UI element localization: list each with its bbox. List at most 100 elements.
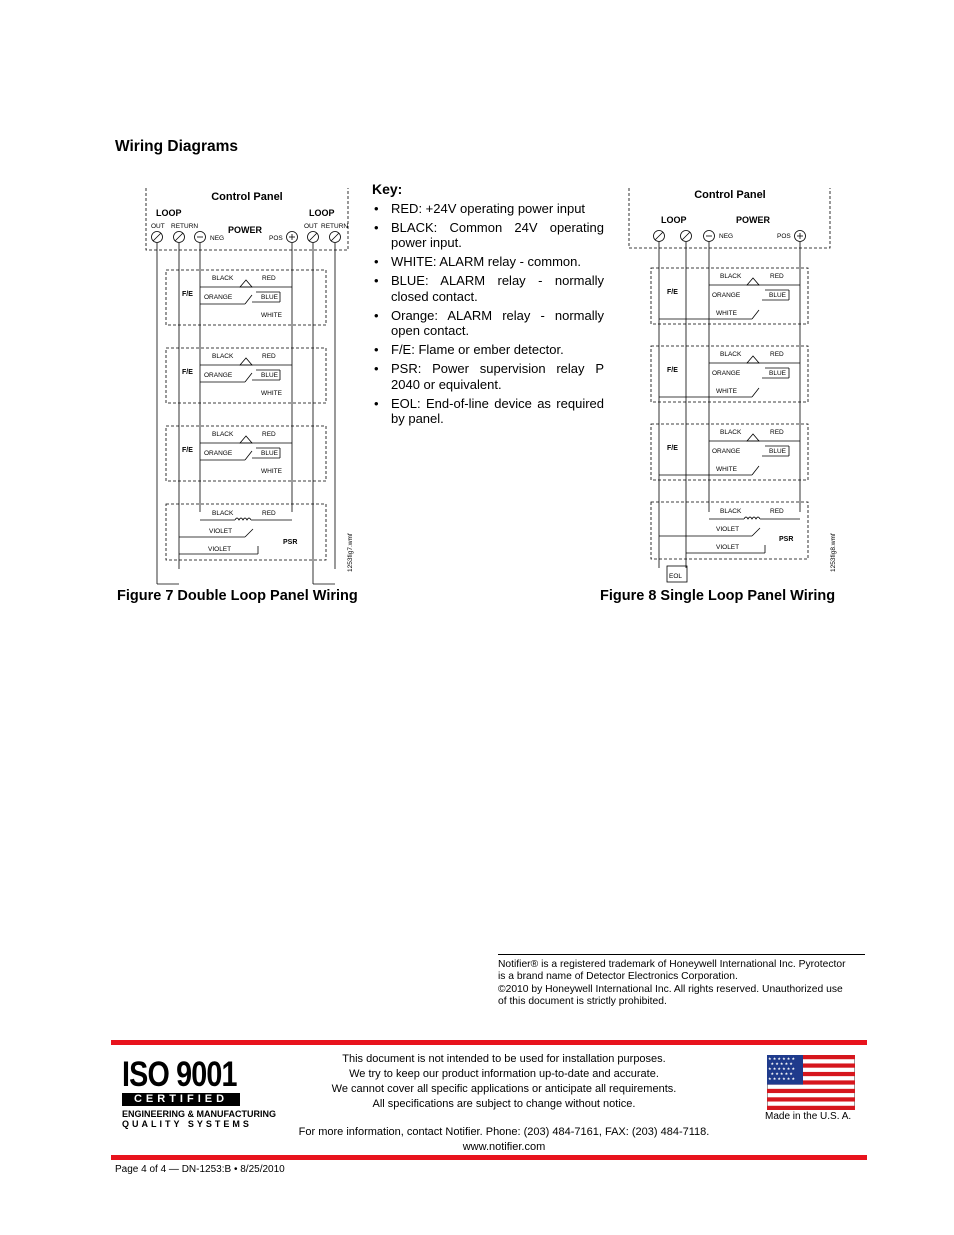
figure8-diagram: Control Panel LOOP POWER NEG POS F/E BLA… [628,188,837,583]
fig8-black-1: BLACK [720,273,742,280]
fig8-violet-2: VIOLET [716,544,739,551]
fig7-power-label: POWER [228,225,263,235]
key-title: Key: [372,181,403,197]
fig7-loop-right-label: LOOP [309,208,335,218]
disclaimer: This document is not intended to be used… [282,1052,726,1155]
fig7-orange-3: ORANGE [204,450,233,457]
fig7-orange-1: ORANGE [204,294,233,301]
trademark-line: Notifier® is a registered trademark of H… [498,959,846,970]
key-legend: Key: RED: +24V operating power input BLA… [372,181,604,430]
disclaimer-line: We cannot cover all specific application… [331,1083,677,1095]
section-title: Wiring Diagrams [115,138,239,155]
fig8-pos: POS [777,233,791,240]
fig7-out-right: OUT [304,223,318,230]
fig7-pos: POS [269,235,283,242]
key-item-blue: BLUE: ALARM relay - normally closed cont… [372,273,604,304]
fig7-psr: PSR [283,539,297,546]
fig7-white-2: WHITE [261,390,283,397]
fig8-eol: EOL [669,573,682,580]
trademark-line: is a brand name of Detector Electronics … [498,971,738,983]
key-item-psr: PSR: Power supervision relay P 2040 or e… [372,361,604,392]
fig7-blue-1: BLUE [261,294,279,301]
fig8-psr: PSR [779,536,793,543]
fig7-red-1: RED [262,275,276,282]
disclaimer-line: This document is not intended to be used… [342,1053,666,1065]
fig7-violet-1: VIOLET [209,528,232,535]
fig7-white-1: WHITE [261,312,283,319]
fig8-neg: NEG [719,233,733,240]
fig7-red-3: RED [262,431,276,438]
key-item-fe: F/E: Flame or ember detector. [372,342,604,358]
fig8-orange-2: ORANGE [712,370,741,377]
fig8-blue-2: BLUE [769,370,787,377]
fig8-red-2: RED [770,351,784,358]
figure7-caption: Figure 7 Double Loop Panel Wiring [117,588,358,604]
key-item-black: BLACK: Common 24V operating power input. [372,220,604,251]
fig7-return-right: RETURN [321,223,348,230]
website-link[interactable]: www.notifier.com [462,1141,546,1153]
fig8-violet-1: VIOLET [716,526,739,533]
fig8-black-2: BLACK [720,351,742,358]
fig7-psr-black: BLACK [212,510,234,517]
fig7-panel-title: Control Panel [211,191,283,203]
fig7-blue-2: BLUE [261,372,279,379]
fig7-file-id: 1253fig7.wmf [347,533,354,572]
fig7-fe-3: F/E [182,447,193,454]
bottom-red-rule [111,1155,867,1160]
fig7-fe-2: F/E [182,369,193,376]
svg-text:★ ★ ★ ★ ★: ★ ★ ★ ★ ★ [771,1061,794,1066]
fig8-blue-3: BLUE [769,448,787,455]
fig7-violet-2: VIOLET [208,546,231,553]
fig8-red-3: RED [770,429,784,436]
iso-certified-band: CERTIFIED [122,1093,240,1106]
trademark-notice: Notifier® is a registered trademark of H… [498,954,865,1008]
fig8-fe-2: F/E [667,367,678,374]
fig8-psr-red: RED [770,508,784,515]
fig8-black-3: BLACK [720,429,742,436]
fig8-fe-3: F/E [667,445,678,452]
trademark-line: of this document is strictly prohibited. [498,995,667,1007]
fig8-white-3: WHITE [716,466,738,473]
fig7-blue-3: BLUE [261,450,279,457]
fig7-white-3: WHITE [261,468,283,475]
fig7-fe-1: F/E [182,291,193,298]
disclaimer-line: All specifications are subject to change… [372,1098,636,1110]
fig7-black-1: BLACK [212,275,234,282]
fig8-orange-1: ORANGE [712,292,741,299]
fig8-power-label: POWER [736,215,771,225]
iso-line-2: QUALITY SYSTEMS [122,1119,252,1129]
top-red-rule [111,1040,867,1045]
us-flag-icon: ★ ★ ★ ★ ★ ★ ★ ★ ★ ★ ★ ★ ★ ★ ★ ★ ★ ★ ★ ★ … [767,1055,855,1110]
svg-text:★ ★ ★ ★ ★: ★ ★ ★ ★ ★ [771,1071,794,1076]
fig8-psr-black: BLACK [720,508,742,515]
svg-text:★ ★ ★ ★ ★ ★: ★ ★ ★ ★ ★ ★ [768,1056,795,1061]
fig7-out-left: OUT [151,223,165,230]
fig8-white-1: WHITE [716,310,738,317]
fig7-loop-left-label: LOOP [156,208,182,218]
iso-logo: ISO 9001 CERTIFIED ENGINEERING & MANUFAC… [122,1055,277,1129]
fig8-panel-title: Control Panel [694,189,766,201]
fig7-return-left: RETURN [171,223,198,230]
made-in-label: Made in the U.S. A. [765,1111,852,1122]
fig7-orange-2: ORANGE [204,372,233,379]
figure7-diagram: Control Panel LOOP LOOP POWER OUT RETURN… [145,188,354,585]
fig8-file-id: 1253fig8.wmf [830,533,837,572]
key-item-eol: EOL: End-of-line device as required by p… [372,396,604,427]
iso-number: ISO 9001 [122,1055,238,1094]
fig8-fe-1: F/E [667,289,678,296]
fig8-white-2: WHITE [716,388,738,395]
svg-text:★ ★ ★ ★ ★ ★: ★ ★ ★ ★ ★ ★ [768,1066,795,1071]
iso-line-1: ENGINEERING & MANUFACTURING [122,1109,277,1119]
fig8-red-1: RED [770,273,784,280]
fig7-black-3: BLACK [212,431,234,438]
fig7-neg: NEG [210,235,224,242]
key-item-red: RED: +24V operating power input [372,201,604,217]
fig7-psr-red: RED [262,510,276,517]
disclaimer-line: We try to keep our product information u… [349,1068,659,1080]
trademark-line: ©2010 by Honeywell International Inc. Al… [498,983,843,995]
fig7-red-2: RED [262,353,276,360]
figure8-caption: Figure 8 Single Loop Panel Wiring [600,588,836,604]
fig8-orange-3: ORANGE [712,448,741,455]
key-list: RED: +24V operating power input BLACK: C… [372,201,604,427]
key-item-orange: Orange: ALARM relay - normally open cont… [372,308,604,339]
